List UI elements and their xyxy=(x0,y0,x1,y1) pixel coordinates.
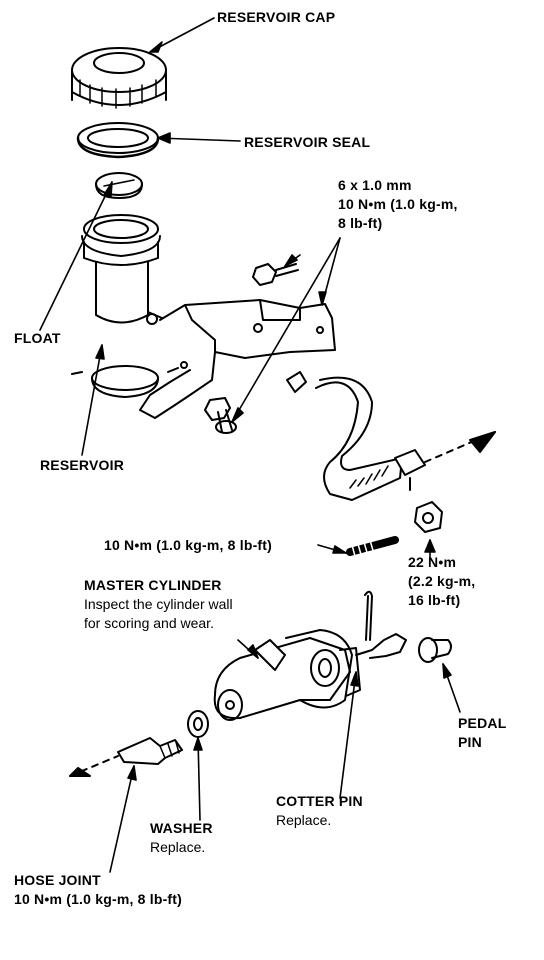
label-pin: PIN xyxy=(458,734,482,750)
washer-drawing xyxy=(187,710,209,738)
pedal-pin-drawing xyxy=(418,637,452,663)
reservoir-seal-drawing xyxy=(76,122,160,159)
label-pedal: PEDAL xyxy=(458,715,507,731)
label-stud-torque: 10 N•m (1.0 kg-m, 8 lb-ft) xyxy=(104,537,273,553)
stud-drawing xyxy=(346,536,399,561)
hose-drawing xyxy=(286,371,426,501)
note-cotter-pin: Replace. xyxy=(276,812,332,828)
float-drawing xyxy=(95,172,143,199)
label-hose-joint: HOSE JOINT xyxy=(14,872,101,888)
bracket-drawing xyxy=(139,299,336,419)
bolt-lower-drawing xyxy=(204,397,237,434)
label-bolt-torque: 10 N•m (1.0 kg-m, xyxy=(338,196,458,212)
cotter-pin-drawing xyxy=(364,590,373,641)
label-master-cylinder: MASTER CYLINDER xyxy=(84,577,222,593)
leader-lines xyxy=(39,17,461,873)
label-float: FLOAT xyxy=(14,330,61,346)
label-hose-joint-torque: 10 N•m (1.0 kg-m, 8 lb-ft) xyxy=(14,891,183,907)
label-nut-torque-lbft: 16 lb-ft) xyxy=(408,592,461,608)
master-cylinder-drawing xyxy=(213,629,407,721)
label-cotter-pin: COTTER PIN xyxy=(276,793,363,809)
flow-arrow-lower xyxy=(69,755,119,777)
hose-joint-drawing xyxy=(117,737,183,765)
reservoir-cap-drawing xyxy=(71,47,167,109)
label-bolt-size: 6 x 1.0 mm xyxy=(338,177,412,193)
note-master-cylinder-2: for scoring and wear. xyxy=(84,615,214,631)
label-reservoir-seal: RESERVOIR SEAL xyxy=(244,134,371,150)
label-reservoir-cap: RESERVOIR CAP xyxy=(217,9,336,25)
flow-arrow-upper xyxy=(424,431,496,463)
label-reservoir: RESERVOIR xyxy=(40,457,125,473)
label-nut-torque: 22 N•m xyxy=(408,554,457,570)
note-master-cylinder-1: Inspect the cylinder wall xyxy=(84,596,233,612)
label-nut-torque-kgm: (2.2 kg-m, xyxy=(408,573,476,589)
label-bolt-torque-lbft: 8 lb-ft) xyxy=(338,215,383,231)
reservoir-drawing xyxy=(71,214,179,398)
bolt-upper-drawing xyxy=(252,263,299,286)
nut-drawing xyxy=(414,501,443,533)
note-washer: Replace. xyxy=(150,839,206,855)
label-washer: WASHER xyxy=(150,820,213,836)
